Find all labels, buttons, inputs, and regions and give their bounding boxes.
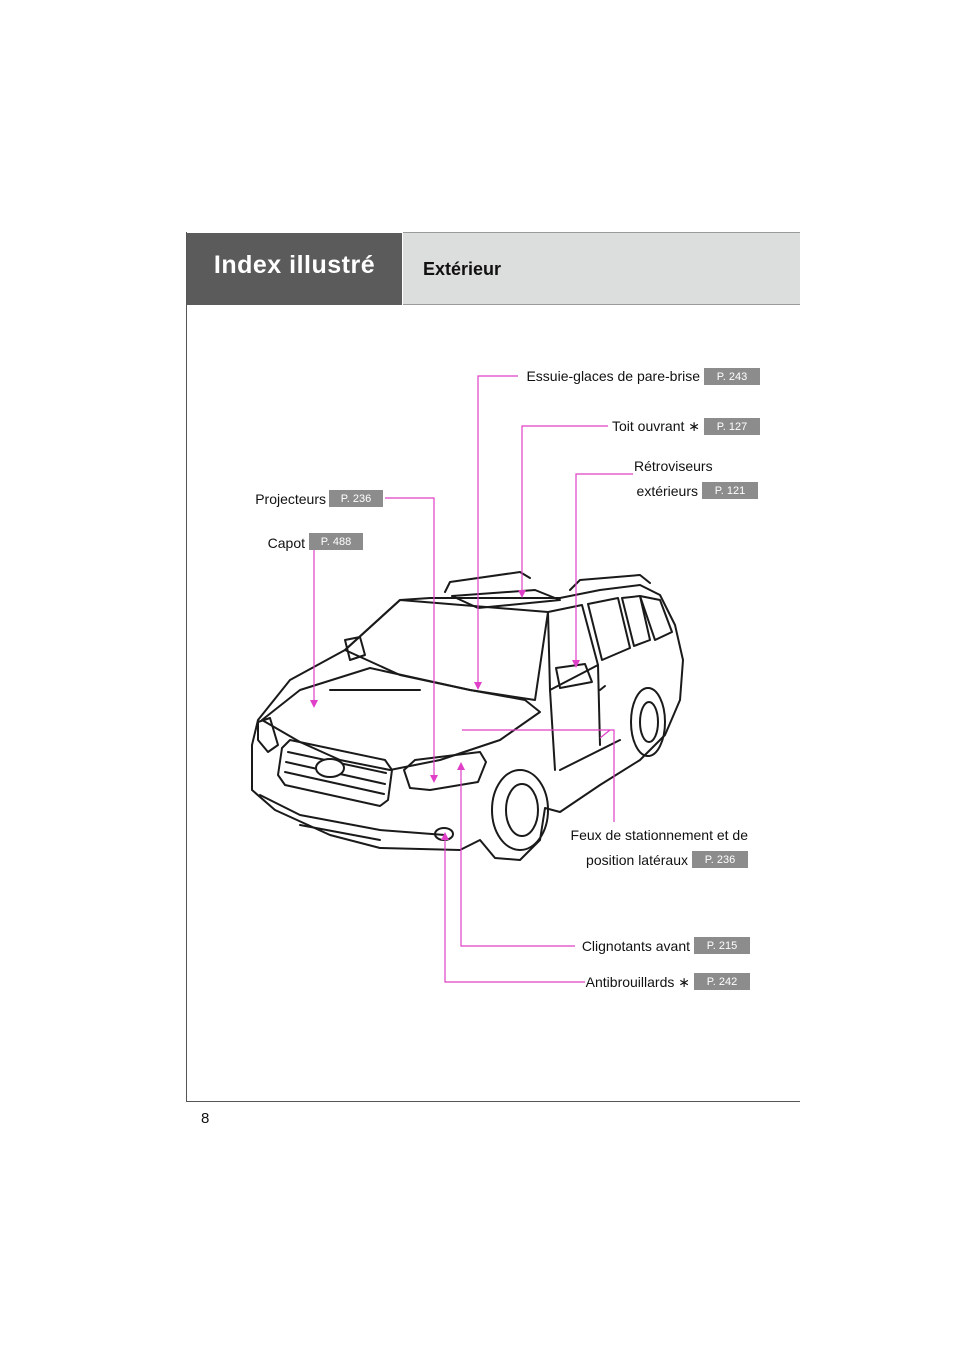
label-essuie-glaces: Essuie-glaces de pare-brise — [526, 368, 700, 384]
leader-lines — [313, 375, 633, 983]
page-ref-clignotants[interactable]: P. 215 — [694, 937, 750, 954]
section-tab: Index illustré — [187, 233, 402, 305]
label-capot: Capot — [267, 535, 305, 551]
leader-retro — [575, 473, 633, 660]
page-title: Extérieur — [423, 259, 502, 279]
leader-essuie — [477, 375, 518, 682]
page-ref-capot[interactable]: P. 488 — [309, 533, 363, 550]
page-ref-antibrouillards[interactable]: P. 242 — [694, 973, 750, 990]
header-top-rule — [403, 232, 800, 233]
label-retroviseurs-line2: extérieurs — [636, 483, 698, 499]
label-retroviseurs-line1: Rétroviseurs — [634, 458, 713, 474]
section-title: Index illustré — [213, 250, 376, 279]
page-ref-retroviseurs[interactable]: P. 121 — [702, 482, 758, 499]
label-projecteurs: Projecteurs — [255, 491, 326, 507]
label-feux-line1: Feux de stationnement et de — [570, 827, 748, 843]
leader-feux-2 — [599, 729, 611, 739]
label-feux-line2: position latéraux — [586, 852, 688, 868]
header-bar: Extérieur — [403, 233, 800, 305]
page-number: 8 — [201, 1110, 210, 1127]
leader-projecteurs — [385, 497, 435, 775]
page-ref-essuie[interactable]: P. 243 — [704, 368, 760, 385]
page-ref-toit[interactable]: P. 127 — [704, 418, 760, 435]
leader-antibrouillards — [444, 840, 585, 983]
page-ref-feux[interactable]: P. 236 — [692, 851, 748, 868]
page-frame-left — [186, 232, 187, 1102]
leader-toit — [521, 425, 608, 590]
label-clignotants: Clignotants avant — [581, 938, 690, 954]
page-ref-projecteurs[interactable]: P. 236 — [329, 490, 383, 507]
leader-feux — [462, 729, 615, 822]
suv-vehicle-line-drawing-icon — [251, 571, 684, 861]
label-toit-ouvrant: Toit ouvrant ∗ — [612, 418, 700, 434]
label-antibrouillards: Antibrouillards ∗ — [585, 974, 690, 990]
leader-clignotants — [460, 770, 575, 947]
page-frame-bottom — [186, 1101, 800, 1102]
leader-arrowheads — [310, 590, 580, 840]
